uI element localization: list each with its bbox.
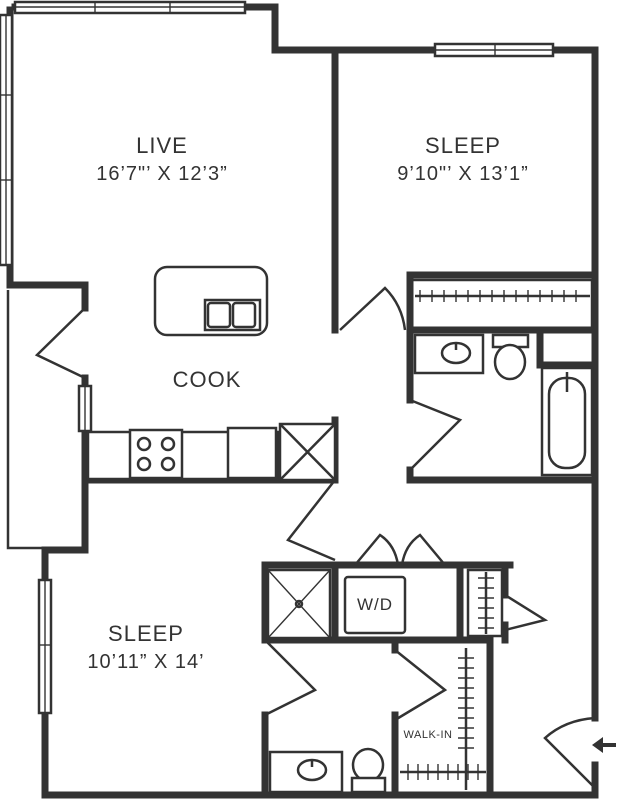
refrigerator [226, 426, 278, 480]
entry-arrow-icon [592, 737, 616, 753]
windows [0, 0, 555, 715]
walk-in-closet [400, 648, 486, 790]
shower [266, 568, 332, 640]
toilet-bowl [493, 343, 527, 381]
kitchen-island [153, 265, 269, 337]
toilet-bowl-2 [351, 747, 385, 783]
linen-closet [466, 568, 504, 638]
interior-walls [84, 46, 599, 799]
stove [128, 428, 184, 480]
doors [264, 286, 596, 789]
sleep-room-1-name: SLEEP [425, 133, 501, 158]
live-room-dimensions: 16’7"’ X 12’3” [96, 163, 228, 185]
sleep-room-1-dimensions: 9’10"’ X 13’1” [397, 163, 529, 185]
bathroom-1 [413, 333, 594, 477]
vanity-2 [268, 750, 344, 794]
bedroom-closet [410, 278, 594, 330]
live-room-name: LIVE [136, 133, 188, 158]
cook-room-name: COOK [172, 367, 242, 392]
washer-dryer [343, 575, 407, 635]
walk-in-label: WALK-IN [403, 729, 453, 741]
sleep-room-2-name: SLEEP [108, 621, 184, 646]
left-closet [6, 290, 86, 550]
vanity [413, 333, 485, 375]
toilet-tank-2 [350, 776, 387, 794]
sleep-room-2-dimensions: 10’11” X 14’ [87, 651, 205, 673]
kitchen-counter [86, 422, 337, 482]
washer-dryer-label: W/D [356, 595, 394, 614]
bathroom-2 [268, 747, 387, 794]
